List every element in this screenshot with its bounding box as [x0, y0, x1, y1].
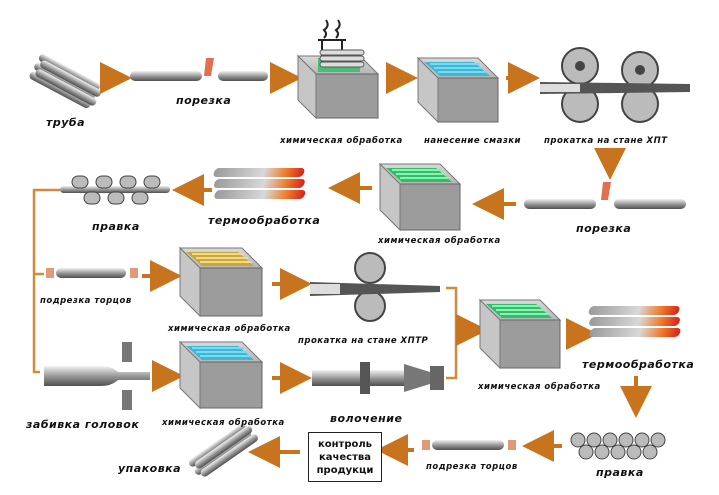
label-volochenie: волочение: [330, 412, 403, 425]
rolling-mill-hpt-icon: [540, 47, 690, 123]
quality-line-3: продукци: [316, 464, 374, 476]
lubrication-tank-icon: [416, 56, 500, 124]
label-pravka-2: правка: [596, 466, 644, 479]
label-rolling-hptr: прокатка на стане ХПТР: [298, 336, 429, 346]
label-rolling-hpt: прокатка на стане ХПТ: [544, 136, 668, 146]
label-termo-1: термообработка: [208, 214, 321, 227]
quality-line-1: контроль: [317, 438, 373, 450]
label-pravka-1: правка: [92, 220, 140, 233]
label-truba: труба: [46, 116, 86, 129]
label-chem-3: химическая обработка: [168, 324, 291, 334]
pipe-cut-icon: [130, 58, 268, 81]
chemical-tank-icon-4: [478, 298, 562, 370]
label-chem-5: химическая обработка: [162, 418, 285, 428]
straightening-icon: [60, 175, 170, 205]
label-podrezka-2: подрезка торцов: [426, 462, 518, 472]
quality-line-2: качества: [319, 451, 371, 463]
label-chem-4: химическая обработка: [478, 382, 601, 392]
label-zabivka: забивка головок: [26, 418, 140, 431]
heat-treatment-icon-2: [588, 306, 681, 337]
label-chem-1: химическая обработка: [280, 136, 403, 146]
label-poreska-2: порезка: [576, 222, 632, 235]
pipe-bundle-icon: [29, 54, 102, 109]
chemical-tank-icon-5: [178, 340, 264, 410]
pipe-cut-icon-2: [524, 182, 686, 209]
straightening-icon-2: [570, 432, 666, 460]
label-chem-2: химическая обработка: [378, 236, 501, 246]
label-poreska-1: порезка: [176, 94, 232, 107]
label-upakovka: упаковка: [118, 462, 182, 475]
rolling-mill-hptr-icon: [310, 252, 440, 322]
packing-bundle-icon: [188, 424, 258, 477]
chemical-tank-icon-2: [378, 162, 462, 232]
end-trimming-icon: [46, 268, 138, 278]
drawing-die-icon: [312, 362, 444, 394]
end-trimming-icon-2: [422, 440, 516, 450]
heat-treatment-icon: [213, 168, 306, 199]
chemical-tank-icon-3: [178, 246, 264, 318]
chemical-tank-icon: [296, 19, 380, 120]
label-lubrication: нанесение смазки: [424, 136, 521, 146]
quality-control-box: контроль качества продукци: [308, 432, 382, 482]
label-termo-2: термообработка: [582, 358, 695, 371]
label-podrezka-1: подрезка торцов: [40, 296, 132, 306]
head-swaging-icon: [44, 342, 150, 410]
